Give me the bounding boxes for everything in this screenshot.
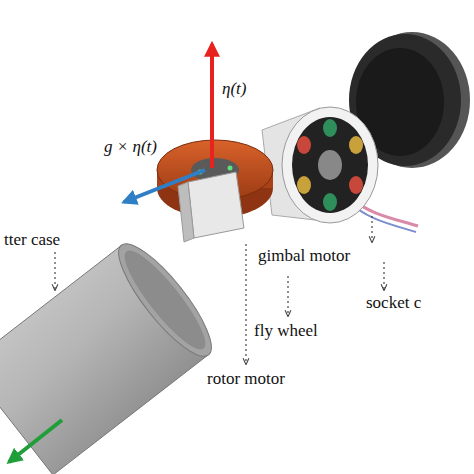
vector-label: η(t): [222, 80, 246, 99]
part-label: tter case: [4, 231, 60, 250]
bracket: [178, 182, 194, 242]
part-label: socket c: [366, 294, 421, 313]
outer-case: [0, 233, 224, 474]
axis-arrow: [9, 420, 62, 462]
part-label: gimbal motor: [258, 247, 350, 266]
leader-line: [55, 216, 384, 364]
part-label: rotor motor: [207, 370, 285, 389]
bracket: [188, 172, 244, 238]
gimbal-motor: [262, 107, 378, 223]
vector-label: g × η(t): [104, 138, 157, 157]
part-label: fly wheel: [254, 322, 318, 341]
cross-arrow: [124, 170, 205, 202]
eta-arrow: [210, 44, 214, 168]
